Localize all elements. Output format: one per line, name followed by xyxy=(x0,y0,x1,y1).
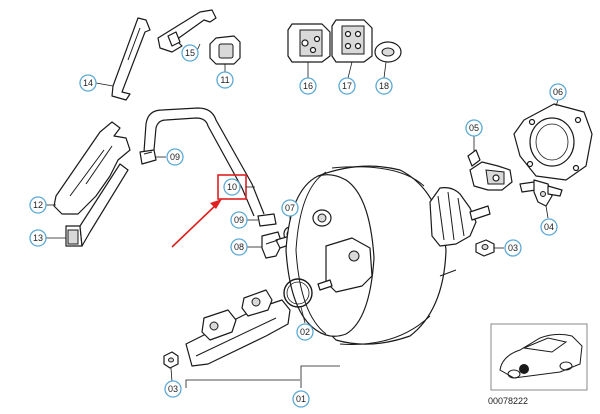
part-02-o-ring xyxy=(283,278,313,308)
part-15-bracket xyxy=(157,9,217,53)
svg-text:02: 02 xyxy=(300,327,310,337)
leader-14 xyxy=(95,82,114,87)
callout-02[interactable]: 02 xyxy=(296,323,314,341)
part-18-grommet xyxy=(374,41,402,63)
master-cylinder xyxy=(185,289,291,367)
svg-text:03: 03 xyxy=(508,243,518,253)
svg-text:03: 03 xyxy=(168,384,178,394)
svg-text:14: 14 xyxy=(83,78,93,88)
part-17-pad xyxy=(331,19,373,63)
part-09-clamp-lower xyxy=(257,213,277,227)
leader-03-bottom-bracket xyxy=(185,379,300,388)
svg-text:01: 01 xyxy=(296,394,306,404)
callout-15[interactable]: 15 xyxy=(181,44,199,62)
svg-text:04: 04 xyxy=(544,222,554,232)
svg-text:12: 12 xyxy=(33,200,43,210)
diagram-reference-number: 00078222 xyxy=(488,396,529,406)
leader-06 xyxy=(555,99,559,107)
part-01-brake-booster xyxy=(285,165,491,345)
svg-text:07: 07 xyxy=(285,203,295,213)
callout-09-lower[interactable]: 09 xyxy=(230,211,248,229)
callout-16[interactable]: 16 xyxy=(299,77,317,95)
callout-07[interactable]: 07 xyxy=(281,199,299,217)
svg-text:08: 08 xyxy=(234,242,244,252)
svg-text:16: 16 xyxy=(303,81,313,91)
part-16-pad xyxy=(287,23,331,63)
callout-04[interactable]: 04 xyxy=(540,218,558,236)
part-14-bracket xyxy=(111,17,151,101)
svg-text:06: 06 xyxy=(553,87,563,97)
callout-11[interactable]: 11 xyxy=(216,71,234,89)
callout-12[interactable]: 12 xyxy=(29,196,47,214)
part-03-nut-bottom xyxy=(163,351,179,369)
part-10-vacuum-hose xyxy=(143,107,265,217)
callout-03-right[interactable]: 03 xyxy=(504,239,522,257)
leader-04 xyxy=(545,205,549,219)
callout-10[interactable]: 10 xyxy=(223,178,241,196)
leader-03-bottom xyxy=(170,367,173,383)
leader-17 xyxy=(347,61,353,79)
svg-text:17: 17 xyxy=(342,81,352,91)
svg-text:18: 18 xyxy=(379,81,389,91)
callout-09-upper[interactable]: 09 xyxy=(166,148,184,166)
car-location-inset xyxy=(490,323,588,391)
svg-text:15: 15 xyxy=(185,48,195,58)
callout-08[interactable]: 08 xyxy=(230,238,248,256)
part-09-clamp-upper xyxy=(139,149,157,165)
svg-text:05: 05 xyxy=(469,123,479,133)
leader-18 xyxy=(383,61,387,79)
part-03-nut-right xyxy=(475,239,495,257)
part-06-gasket xyxy=(513,103,593,181)
location-marker-icon xyxy=(519,364,529,374)
callout-14[interactable]: 14 xyxy=(79,74,97,92)
callout-01[interactable]: 01 xyxy=(292,390,310,408)
callout-18[interactable]: 18 xyxy=(375,77,393,95)
svg-text:09: 09 xyxy=(170,152,180,162)
svg-text:11: 11 xyxy=(220,75,229,85)
part-11-grommet xyxy=(209,35,241,65)
part-13-bracket xyxy=(65,163,129,247)
svg-text:13: 13 xyxy=(33,233,43,243)
part-05-clevis xyxy=(467,149,513,191)
red-arrow-icon xyxy=(171,199,222,248)
callout-03-bottom[interactable]: 03 xyxy=(164,380,182,398)
svg-text:09: 09 xyxy=(234,215,244,225)
callout-13[interactable]: 13 xyxy=(29,229,47,247)
leader-02 xyxy=(300,306,306,324)
callout-17[interactable]: 17 xyxy=(338,77,356,95)
svg-text:10: 10 xyxy=(227,182,237,192)
callout-06[interactable]: 06 xyxy=(549,83,567,101)
callout-05[interactable]: 05 xyxy=(465,119,483,137)
leader-01 xyxy=(300,365,340,388)
part-04-pin xyxy=(519,179,563,207)
part-12-bracket xyxy=(53,121,131,215)
